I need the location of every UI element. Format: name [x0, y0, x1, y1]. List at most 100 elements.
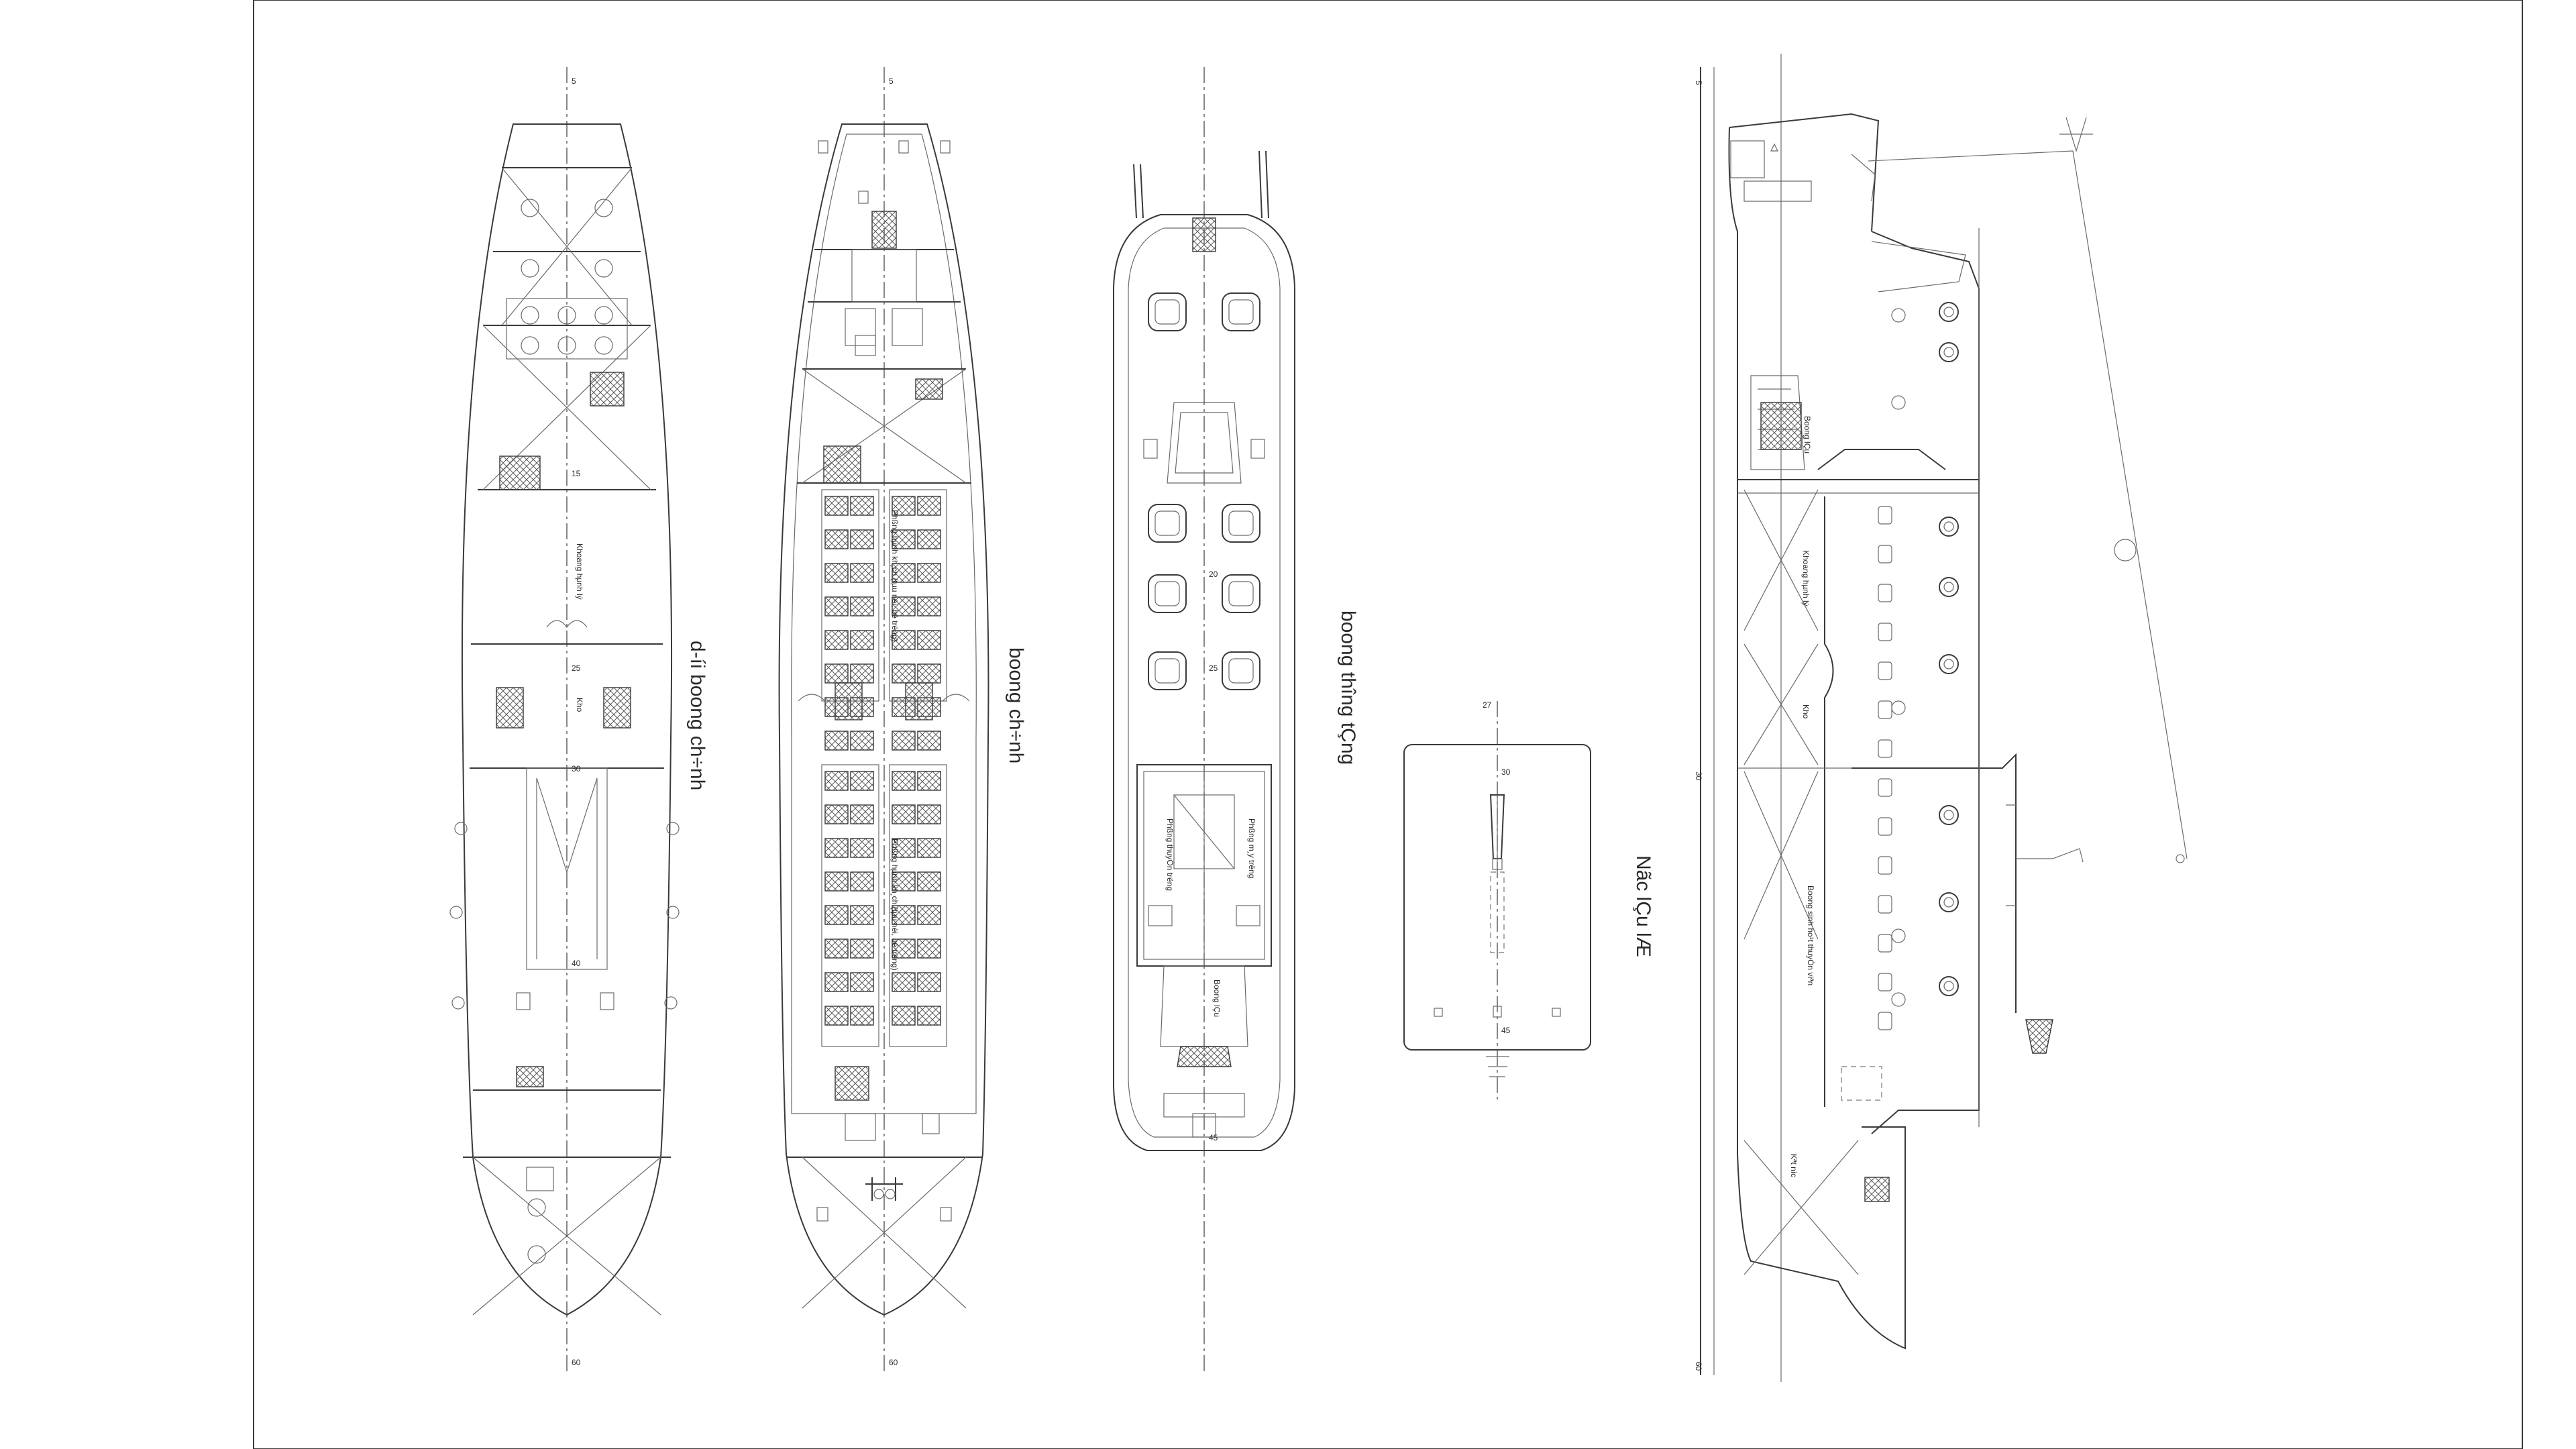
passenger-seat: [850, 529, 874, 549]
frame-tick-lower-15: 15: [572, 469, 581, 478]
passenger-seat: [850, 563, 874, 583]
side-window: [1878, 623, 1892, 641]
passenger-seat: [850, 771, 874, 791]
passenger-seat: [824, 496, 849, 516]
frame-tick-lower-30: 30: [572, 764, 581, 773]
lifebuoy: [1939, 654, 1959, 674]
passenger-seat: [917, 529, 941, 549]
lifebuoy-inner: [1943, 981, 1954, 991]
view-side-elevation: 5 30 60 Boong lÇu Khoang hµnh lý Kho Boo…: [1694, 54, 2188, 1382]
lifebuoy-inner: [1943, 347, 1954, 358]
passenger-seat: [892, 731, 916, 751]
passenger-seat: [917, 871, 941, 892]
passenger-seat: [824, 972, 849, 992]
passenger-seat: [850, 731, 874, 751]
lifebuoy-inner: [1943, 307, 1954, 317]
passenger-seat: [892, 663, 916, 684]
frame-tick-main-5: 5: [889, 76, 894, 86]
passenger-seat: [824, 871, 849, 892]
passenger-seat: [917, 663, 941, 684]
passenger-seat: [917, 771, 941, 791]
life-raft: [1148, 651, 1187, 690]
life-raft: [1148, 292, 1187, 331]
passenger-seat: [850, 663, 874, 684]
passenger-seat: [824, 771, 849, 791]
passenger-seat: [892, 529, 916, 549]
passenger-seat: [850, 804, 874, 824]
porthole: [1891, 700, 1906, 715]
passenger-seat: [917, 838, 941, 858]
passenger-seat: [850, 938, 874, 959]
porthole: [1891, 928, 1906, 943]
passenger-seat: [824, 630, 849, 650]
life-rafts: [1148, 292, 1260, 690]
life-raft-inner: [1228, 511, 1254, 536]
lifebuoy-inner: [1943, 582, 1954, 592]
frame-tick-upper-25: 25: [1209, 663, 1218, 673]
side-windows: [1878, 308, 1906, 1030]
life-raft: [1222, 651, 1260, 690]
passenger-seat: [917, 938, 941, 959]
side-window: [1878, 661, 1892, 680]
lifebuoy-inner: [1943, 810, 1954, 820]
porthole: [1891, 992, 1906, 1007]
side-window: [1878, 700, 1892, 719]
view-title-main-deck: boong ch÷nh: [1005, 647, 1027, 763]
passenger-seat: [824, 529, 849, 549]
passenger-seat: [892, 596, 916, 616]
hull-outline-upper: [1113, 214, 1295, 1151]
lifebuoy: [1939, 302, 1959, 322]
passenger-seat: [917, 596, 941, 616]
view-title-roof: Nãc lÇu lÆ: [1632, 855, 1654, 957]
porthole: [1891, 395, 1906, 410]
lifebuoy: [1939, 577, 1959, 597]
frame-tick-side-30: 30: [1694, 771, 1703, 781]
passenger-seat: [850, 596, 874, 616]
passenger-seat: [850, 838, 874, 858]
passenger-seat: [824, 804, 849, 824]
profile-hull: [1728, 127, 1906, 1350]
passenger-seat: [850, 972, 874, 992]
view-lower-deck: 5 15 25 30 40 60 Khoang hµnh lý Kho d-íi…: [449, 67, 708, 1375]
lifebuoy: [1939, 976, 1959, 996]
side-window: [1878, 973, 1892, 991]
sheet-border: [253, 0, 2523, 1449]
passenger-seat: [892, 871, 916, 892]
side-window: [1878, 778, 1892, 797]
side-window: [1878, 856, 1892, 875]
passenger-seat: [917, 563, 941, 583]
passenger-seat: [824, 663, 849, 684]
lifebuoy-inner: [1943, 521, 1954, 532]
passenger-seats: [824, 496, 941, 1026]
life-raft: [1148, 504, 1187, 543]
area-deckhouse-upper: Boong lÇu: [1212, 979, 1222, 1017]
passenger-seat: [892, 938, 916, 959]
area-cargo-hold-lower: Khoang hµnh lý: [575, 543, 584, 600]
area-cargo-hold-side: Khoang hµnh lý: [1801, 550, 1811, 606]
side-window: [1878, 817, 1892, 836]
passenger-seat: [850, 496, 874, 516]
frame-tick-lower-25: 25: [572, 663, 581, 673]
area-store-lower: Kho: [575, 698, 584, 712]
antenna-stay: [1868, 150, 2188, 859]
side-window: [1878, 895, 1892, 914]
passenger-seat: [824, 731, 849, 751]
area-store-side: Kho: [1801, 704, 1811, 719]
life-raft: [1148, 574, 1187, 613]
area-engine-upper: Phßng m¸y tr­ëng: [1247, 818, 1256, 878]
view-title-lower-deck: d-íi boong ch÷nh: [686, 641, 708, 790]
lifebuoy: [1939, 342, 1959, 362]
side-window: [1878, 506, 1892, 525]
frame-tick-upper-20: 20: [1209, 570, 1218, 579]
life-raft: [1222, 292, 1260, 331]
frame-tick-upper-45: 45: [1209, 1133, 1218, 1142]
roof-tick-27: 27: [1483, 700, 1492, 710]
lifebuoys: [1939, 302, 1959, 996]
life-raft-inner: [1155, 299, 1180, 325]
porthole: [1891, 308, 1906, 323]
frame-tick-lower-40: 40: [572, 959, 581, 968]
passenger-seat: [892, 838, 916, 858]
view-roof: 27 30 45 Nãc lÇu lÆ: [1403, 700, 1654, 1100]
passenger-seat: [850, 905, 874, 925]
